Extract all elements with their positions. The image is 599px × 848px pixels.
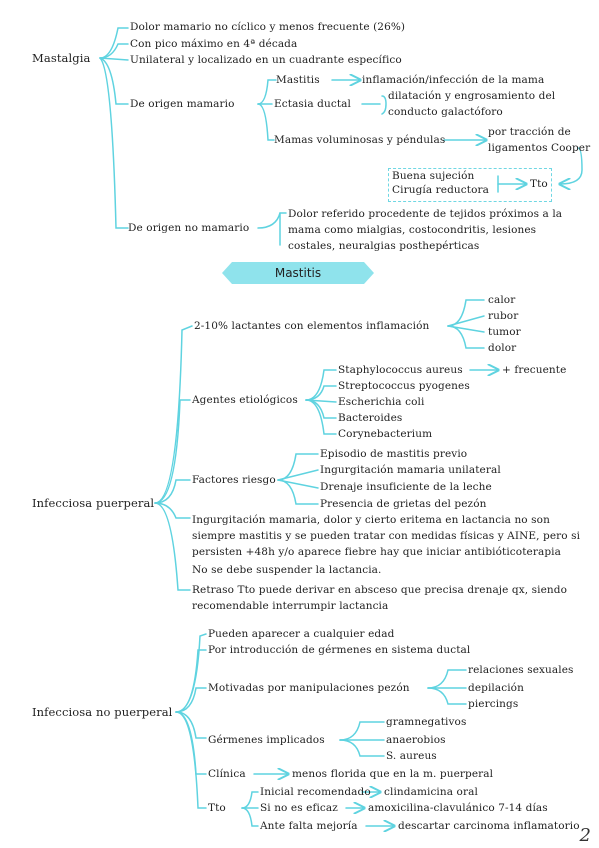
germen-2: anaerobios	[386, 734, 446, 746]
tto-label: Tto	[530, 178, 548, 190]
clinica-label: Clínica	[208, 768, 246, 780]
tto-row-1-label: Inicial recomendado	[260, 786, 371, 798]
agente-strep: Streptococcus pyogenes	[338, 380, 470, 392]
manipulacion-1: relaciones sexuales	[468, 664, 574, 676]
mastalgia-item-2: Con pico máximo en 4ª década	[130, 38, 298, 50]
tto-item-1: Buena sujeción	[392, 170, 475, 182]
mamas-desc-2: ligamentos Cooper	[488, 142, 591, 154]
origen-no-mamario-desc: Dolor referido procedente de tejidos pró…	[288, 208, 563, 252]
no-puerperal-title: Infecciosa no puerperal	[32, 705, 173, 719]
origen-mamario-label: De origen mamario	[130, 98, 235, 110]
inflamacion-tumor: tumor	[488, 326, 521, 338]
page-number: 2	[579, 825, 591, 846]
puerperal-note-2: No se debe suspender la lactancia.	[192, 564, 382, 576]
mastalgia-title: Mastalgia	[32, 51, 91, 65]
tto-row-2-value: amoxicilina-clavulánico 7-14 días	[368, 802, 548, 814]
ectasia-label: Ectasia ductal	[274, 98, 351, 110]
mamas-desc-1: por tracción de	[488, 126, 571, 138]
introduccion-text: Por introducción de gérmenes en sistema …	[208, 644, 471, 656]
puerperal-note-1: Ingurgitación mamaria, dolor y cierto er…	[192, 514, 581, 558]
ectasia-desc-1: dilatación y engrosamiento del	[388, 90, 556, 102]
factores-label: Factores riesgo	[192, 474, 276, 486]
edad-text: Pueden aparecer a cualquier edad	[208, 628, 395, 640]
agentes-label: Agentes etiológicos	[192, 394, 298, 406]
mamas-label: Mamas voluminosas y péndulas	[274, 134, 446, 146]
lactantes-text: 2-10% lactantes con elementos inflamació…	[194, 320, 430, 332]
factor-4: Presencia de grietas del pezón	[320, 498, 487, 510]
germen-3: S. aureus	[386, 750, 437, 762]
manipulacion-2: depilación	[468, 682, 524, 694]
tto-box	[388, 168, 552, 202]
germen-1: gramnegativos	[386, 716, 467, 728]
section-banner: Mastitis	[222, 262, 374, 284]
factor-2: Ingurgitación mamaria unilateral	[320, 464, 501, 476]
mastalgia-item-1: Dolor mamario no cíclico y menos frecuen…	[130, 21, 406, 33]
clinica-desc: menos florida que en la m. puerperal	[292, 768, 494, 780]
mastalgia-item-3: Unilateral y localizado en un cuadrante …	[130, 54, 402, 66]
puerperal-note-3: Retraso Tto puede derivar en absceso que…	[192, 584, 567, 612]
inflamacion-rubor: rubor	[488, 310, 519, 322]
manipulacion-3: piercings	[468, 698, 519, 710]
inflamacion-dolor: dolor	[488, 342, 517, 354]
factor-3: Drenaje insuficiente de la leche	[320, 481, 492, 493]
germenes-label: Gérmenes implicados	[208, 734, 325, 746]
tto-item-2: Cirugía reductora	[392, 184, 489, 196]
agente-ecoli: Escherichia coli	[338, 396, 425, 408]
inflamacion-calor: calor	[488, 294, 516, 306]
origen-no-mamario-label: De origen no mamario	[128, 222, 250, 234]
mastitis-label: Mastitis	[276, 74, 320, 86]
tto-row-1-value: clindamicina oral	[384, 786, 478, 798]
mastitis-desc: inflamación/infección de la mama	[362, 74, 545, 86]
banner-title: Mastitis	[274, 266, 322, 280]
tto-row-3-label: Ante falta mejoría	[260, 820, 358, 832]
agente-coryne: Corynebacterium	[338, 428, 433, 440]
factor-1: Episodio de mastitis previo	[320, 448, 468, 460]
agente-bacteroides: Bacteroides	[338, 412, 403, 424]
tto-no-puerperal-label: Tto	[208, 802, 226, 814]
tto-row-2-label: Si no es eficaz	[260, 802, 338, 814]
agente-staph: Staphylococcus aureus	[338, 364, 463, 376]
tto-row-3-value: descartar carcinoma inflamatorio	[398, 820, 580, 832]
motivadas-text: Motivadas por manipulaciones pezón	[208, 682, 410, 694]
puerperal-title: Infecciosa puerperal	[32, 496, 155, 510]
staph-note: + frecuente	[502, 364, 567, 376]
ectasia-desc-2: conducto galactóforo	[388, 106, 503, 118]
